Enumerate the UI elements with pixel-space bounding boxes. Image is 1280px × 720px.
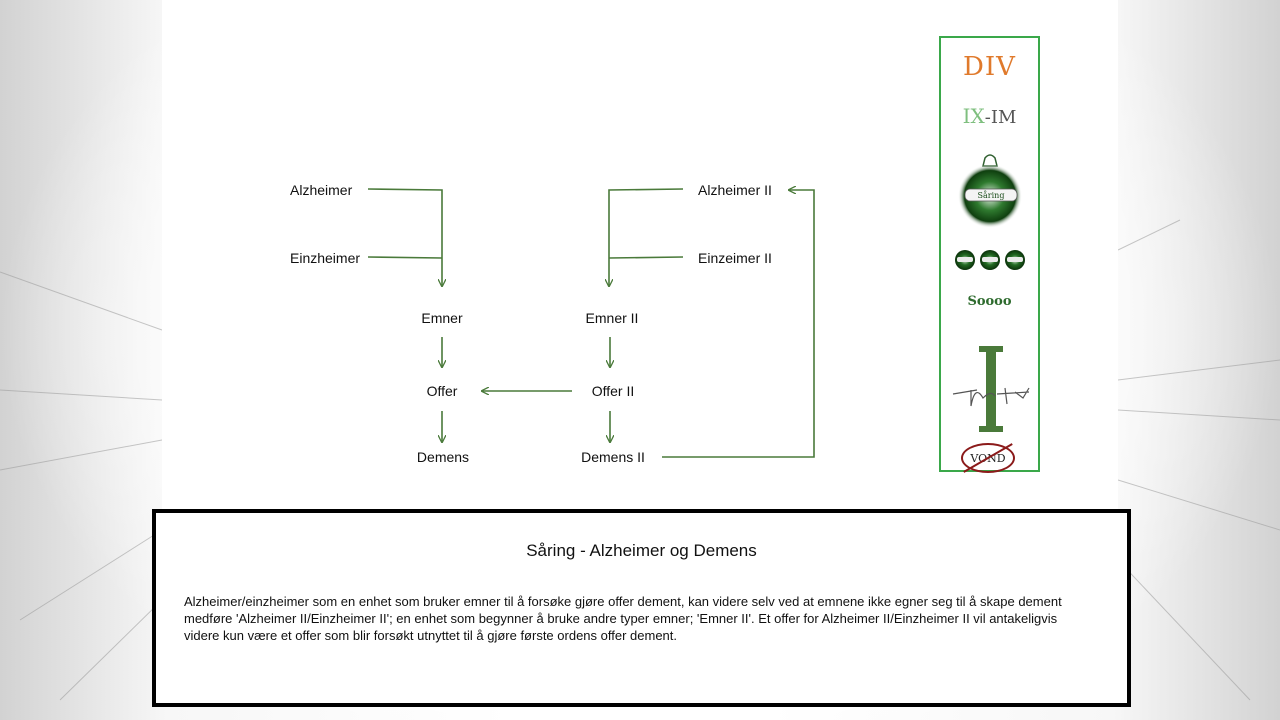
vond-badge: VOND bbox=[961, 443, 1015, 473]
caption-text: Alzheimer/einzheimer som en enhet som br… bbox=[184, 594, 1062, 643]
edge-einzeimer-ii-emner-ii bbox=[608, 256, 684, 259]
node-einzeimer-ii: Einzeimer II bbox=[698, 250, 772, 266]
ornament-trio-icon bbox=[955, 250, 1025, 270]
node-offer: Offer bbox=[426, 383, 458, 399]
saring-ornament-icon: Såring bbox=[958, 154, 1022, 228]
edge-einzheimer-emner bbox=[367, 256, 443, 259]
ornament-label: Såring bbox=[978, 191, 1005, 200]
logo-sidebar: DIV IX-IM Såring bbox=[939, 36, 1040, 473]
logo-im-part: -IM bbox=[984, 107, 1017, 128]
node-alzheimer-ii: Alzheimer II bbox=[698, 182, 772, 198]
node-emner: Emner bbox=[421, 310, 463, 326]
caption-box: Såring - Alzheimer og Demens Alzheimer/e… bbox=[152, 509, 1131, 707]
logo-soooo: Soooo bbox=[967, 294, 1012, 309]
node-offer-ii: Offer II bbox=[591, 383, 635, 399]
edge-alzheimer-ii-emner-ii bbox=[609, 188, 684, 286]
node-demens-ii: Demens II bbox=[581, 449, 645, 465]
node-emner-ii: Emner II bbox=[585, 310, 639, 326]
edge-demens-ii-alzheimer-ii bbox=[662, 190, 815, 458]
node-alzheimer: Alzheimer bbox=[290, 182, 353, 198]
logo-div: DIV bbox=[963, 52, 1016, 82]
signature-pillar-icon bbox=[952, 346, 1030, 432]
logo-ix-im: IX-IM bbox=[941, 104, 1038, 128]
node-demens: Demens bbox=[416, 449, 470, 465]
caption-title: Såring - Alzheimer og Demens bbox=[526, 541, 757, 560]
edge-alzheimer-emner bbox=[367, 188, 442, 286]
node-einzheimer: Einzheimer bbox=[290, 250, 361, 266]
logo-ix-part: IX bbox=[962, 104, 985, 128]
